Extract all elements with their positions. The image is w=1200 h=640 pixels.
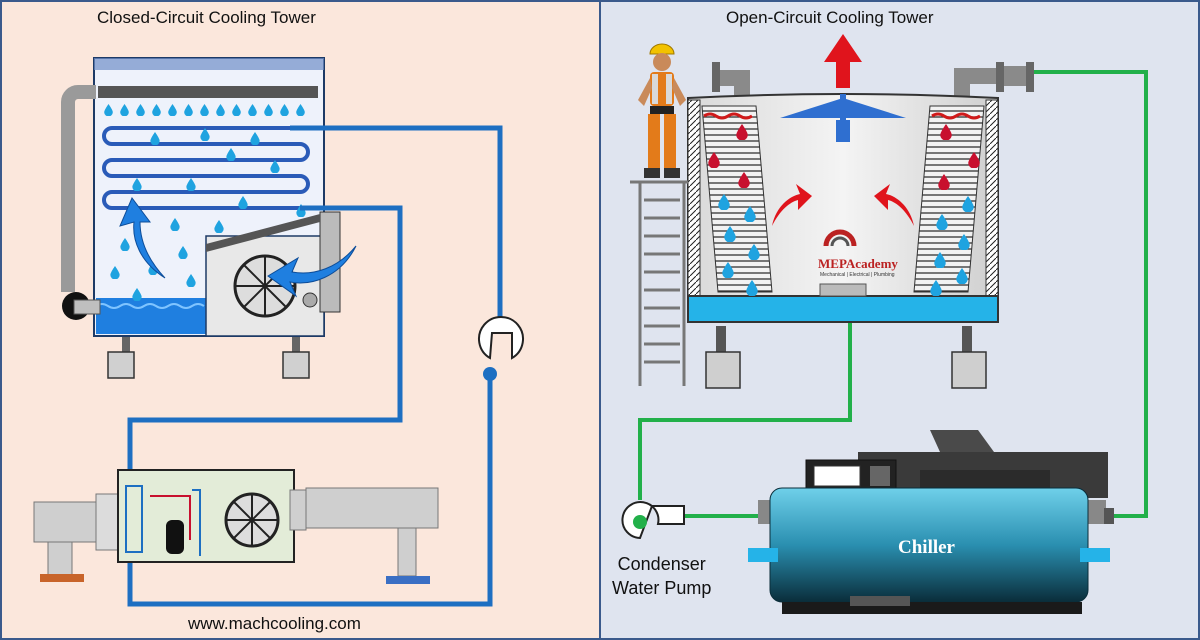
logo-text: MEPAcademy xyxy=(818,256,898,271)
mepacademy-logo xyxy=(823,229,857,247)
heat-exchange-coil xyxy=(102,126,310,210)
source-url: www.machcooling.com xyxy=(188,614,361,633)
air-inlet-arrow xyxy=(267,245,357,298)
open-tower-basin xyxy=(687,295,999,323)
closed-loop-piping xyxy=(127,125,503,607)
chiller-label: Chiller xyxy=(898,537,955,558)
closed-loop-pump xyxy=(478,315,524,381)
air-handling-unit xyxy=(33,469,439,584)
logo-subtext: Mechanical | Electrical | Plumbing xyxy=(820,272,895,278)
air-up-arrow xyxy=(119,197,166,279)
spray-recirculation-pipe xyxy=(61,85,96,292)
air-arrow-right xyxy=(874,184,914,226)
access-ladder xyxy=(630,180,688,386)
pump-label-line2: Water Pump xyxy=(612,578,712,598)
open-circuit-title: Open-Circuit Cooling Tower xyxy=(726,8,934,27)
pump-label-line1: Condenser xyxy=(617,554,706,574)
condenser-water-piping xyxy=(638,70,1148,518)
worker-figure xyxy=(638,43,686,178)
open-circuit-tower xyxy=(630,34,1034,389)
condenser-water-pump xyxy=(621,501,685,540)
condenser-pump-label: Condenser Water Pump xyxy=(612,552,711,600)
closed-circuit-tower xyxy=(61,57,357,379)
chiller-unit xyxy=(748,430,1114,614)
air-arrow-left xyxy=(772,184,812,226)
exhaust-air-arrow xyxy=(824,34,862,88)
closed-circuit-title: Closed-Circuit Cooling Tower xyxy=(97,8,316,27)
spray-header xyxy=(98,86,318,98)
